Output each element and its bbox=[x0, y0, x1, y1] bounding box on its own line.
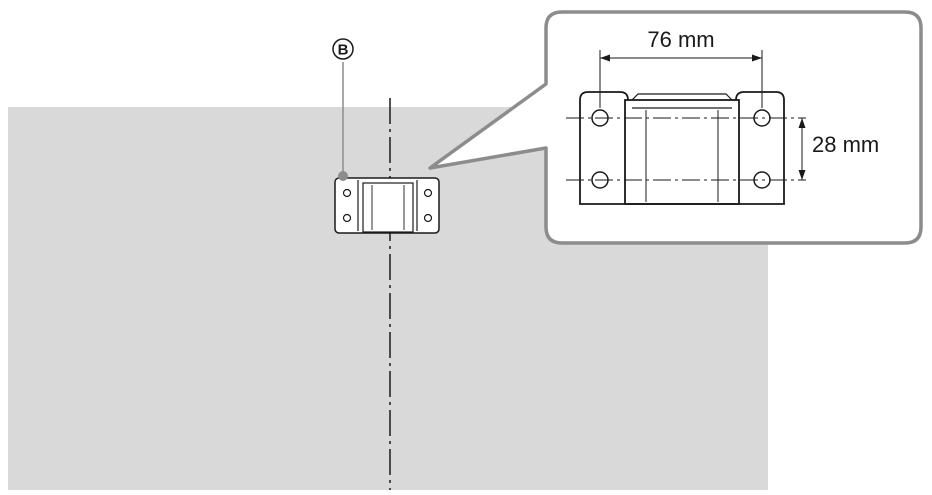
callout-marker-dot bbox=[338, 171, 348, 181]
bracket-small-hole bbox=[423, 213, 433, 223]
height-dimension-label: 28 mm bbox=[812, 132, 879, 157]
height-dimension-line bbox=[798, 118, 806, 180]
bracket-small-hole bbox=[423, 188, 433, 198]
width-dimension-label: 76 mm bbox=[647, 27, 714, 52]
callout-letter: B bbox=[338, 42, 349, 59]
bracket-small-hole bbox=[342, 213, 352, 223]
callout-marker-b: B bbox=[332, 38, 354, 60]
bracket-small-hole bbox=[342, 188, 352, 198]
width-dimension-line bbox=[600, 54, 762, 62]
bracket-detail bbox=[579, 91, 785, 205]
bracket-small bbox=[334, 177, 440, 234]
